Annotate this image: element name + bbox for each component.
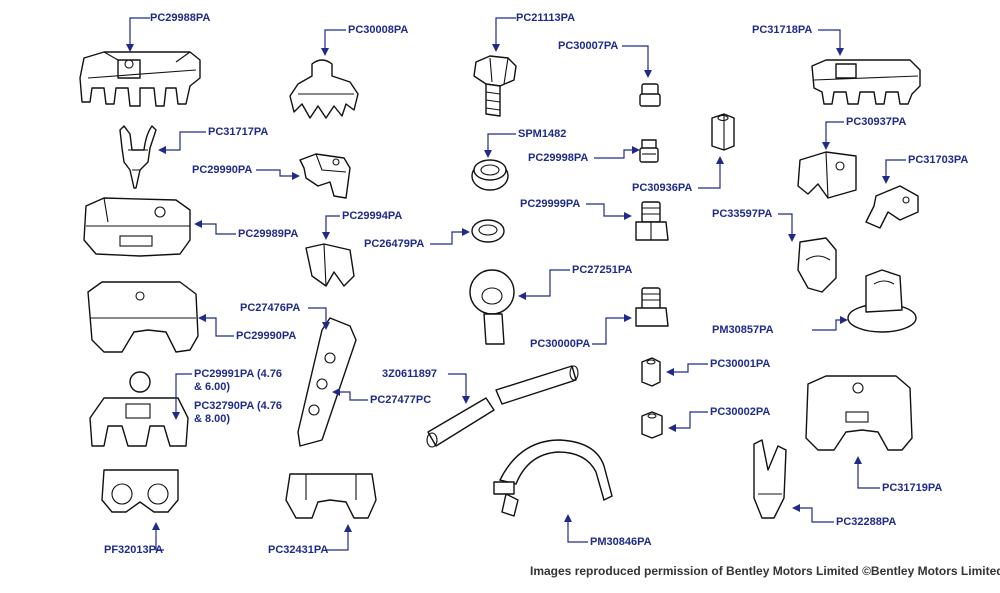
part-pc31717pa-drawing (119, 125, 157, 189)
part-pc29990pa-small-drawing (299, 153, 351, 199)
part-pc29998pa-drawing (639, 139, 659, 163)
label-pc29991pa: PC29991PA (4.76 & 6.00) (194, 368, 283, 393)
label-pc29990pa-small: PC29990PA (192, 164, 253, 176)
part-spm1482-drawing (471, 159, 509, 191)
part-pc29994pa-drawing (305, 243, 355, 287)
label-pc29989pa: PC29989PA (238, 228, 299, 240)
label-spm1482: SPM1482 (518, 128, 567, 140)
label-3z0611897: 3Z0611897 (382, 368, 438, 380)
label-pc32790pa: PC32790PA (4.76 & 8.00) (194, 400, 283, 425)
label-pc29988pa: PC29988PA (150, 12, 211, 24)
leader-lines (126, 17, 906, 551)
label-pc29990pa-large: PC29990PA (236, 330, 297, 342)
part-pc26479pa-drawing (471, 219, 505, 243)
part-pc21113pa-drawing (473, 55, 517, 117)
label-pm30846pa: PM30846PA (590, 536, 652, 548)
part-pc29989pa-drawing (83, 197, 191, 257)
part-pc30008pa-drawing (289, 59, 359, 119)
part-pc30000pa-drawing (635, 287, 669, 327)
part-pm30846pa-drawing (493, 439, 613, 517)
label-pc32288pa: PC32288PA (836, 516, 897, 528)
part-pm30857pa-drawing (847, 269, 917, 333)
label-pc32431pa: PC32431PA (268, 544, 329, 556)
part-pc29990pa-large-drawing (87, 281, 199, 353)
label-pc31703pa: PC31703PA (908, 154, 969, 166)
part-pc31719pa-drawing (805, 375, 913, 451)
label-pc26479pa: PC26479PA (364, 238, 425, 250)
label-pc30936pa: PC30936PA (632, 182, 693, 194)
part-3z0611897-drawing (426, 365, 579, 448)
label-pc30001pa: PC30001PA (710, 358, 771, 370)
label-pc27477pc: PC27477PC (370, 394, 432, 406)
part-pc32288pa-drawing (753, 439, 787, 519)
part-pc31718pa-drawing (811, 59, 921, 105)
label-pc27251pa: PC27251PA (572, 264, 633, 276)
part-pc33597pa-drawing (797, 237, 837, 293)
part-pc30007pa-drawing (639, 83, 661, 107)
label-pc31717pa: PC31717PA (208, 126, 269, 138)
label-pc30000pa: PC30000PA (530, 338, 591, 350)
part-pc27251pa-drawing (469, 269, 515, 345)
label-pf32013pa: PF32013PA (104, 544, 164, 556)
label-pc30007pa: PC30007PA (558, 40, 619, 52)
label-pc30008pa: PC30008PA (348, 24, 409, 36)
copyright-credit: Images reproduced permission of Bentley … (530, 564, 1000, 578)
part-pc30936pa-drawing (711, 113, 735, 151)
part-pc29988pa-drawing (79, 51, 201, 107)
label-pc29999pa: PC29999PA (520, 198, 581, 210)
label-pm30857pa: PM30857PA (712, 324, 774, 336)
part-pc29991pa-drawing (89, 371, 189, 447)
label-pc33597pa: PC33597PA (712, 208, 773, 220)
part-pf32013pa-drawing (101, 469, 179, 513)
label-pc31719pa: PC31719PA (882, 482, 943, 494)
part-pc30002pa-drawing (641, 411, 663, 439)
label-pc29998pa: PC29998PA (528, 152, 589, 164)
label-pc27476pa: PC27476PA (240, 302, 301, 314)
part-pc30937pa-drawing (797, 151, 857, 199)
label-pc30002pa: PC30002PA (710, 406, 771, 418)
label-pc30937pa: PC30937PA (846, 116, 907, 128)
part-pc32431pa-drawing (285, 473, 377, 519)
label-pc29994pa: PC29994PA (342, 210, 403, 222)
label-pc31718pa: PC31718PA (752, 24, 813, 36)
label-pc21113pa: PC21113PA (516, 12, 576, 24)
part-pc30001pa-drawing (641, 357, 661, 387)
part-pc27476pa-drawing (297, 317, 357, 447)
part-pc31703pa-drawing (865, 185, 919, 229)
part-pc29999pa-drawing (635, 201, 669, 241)
